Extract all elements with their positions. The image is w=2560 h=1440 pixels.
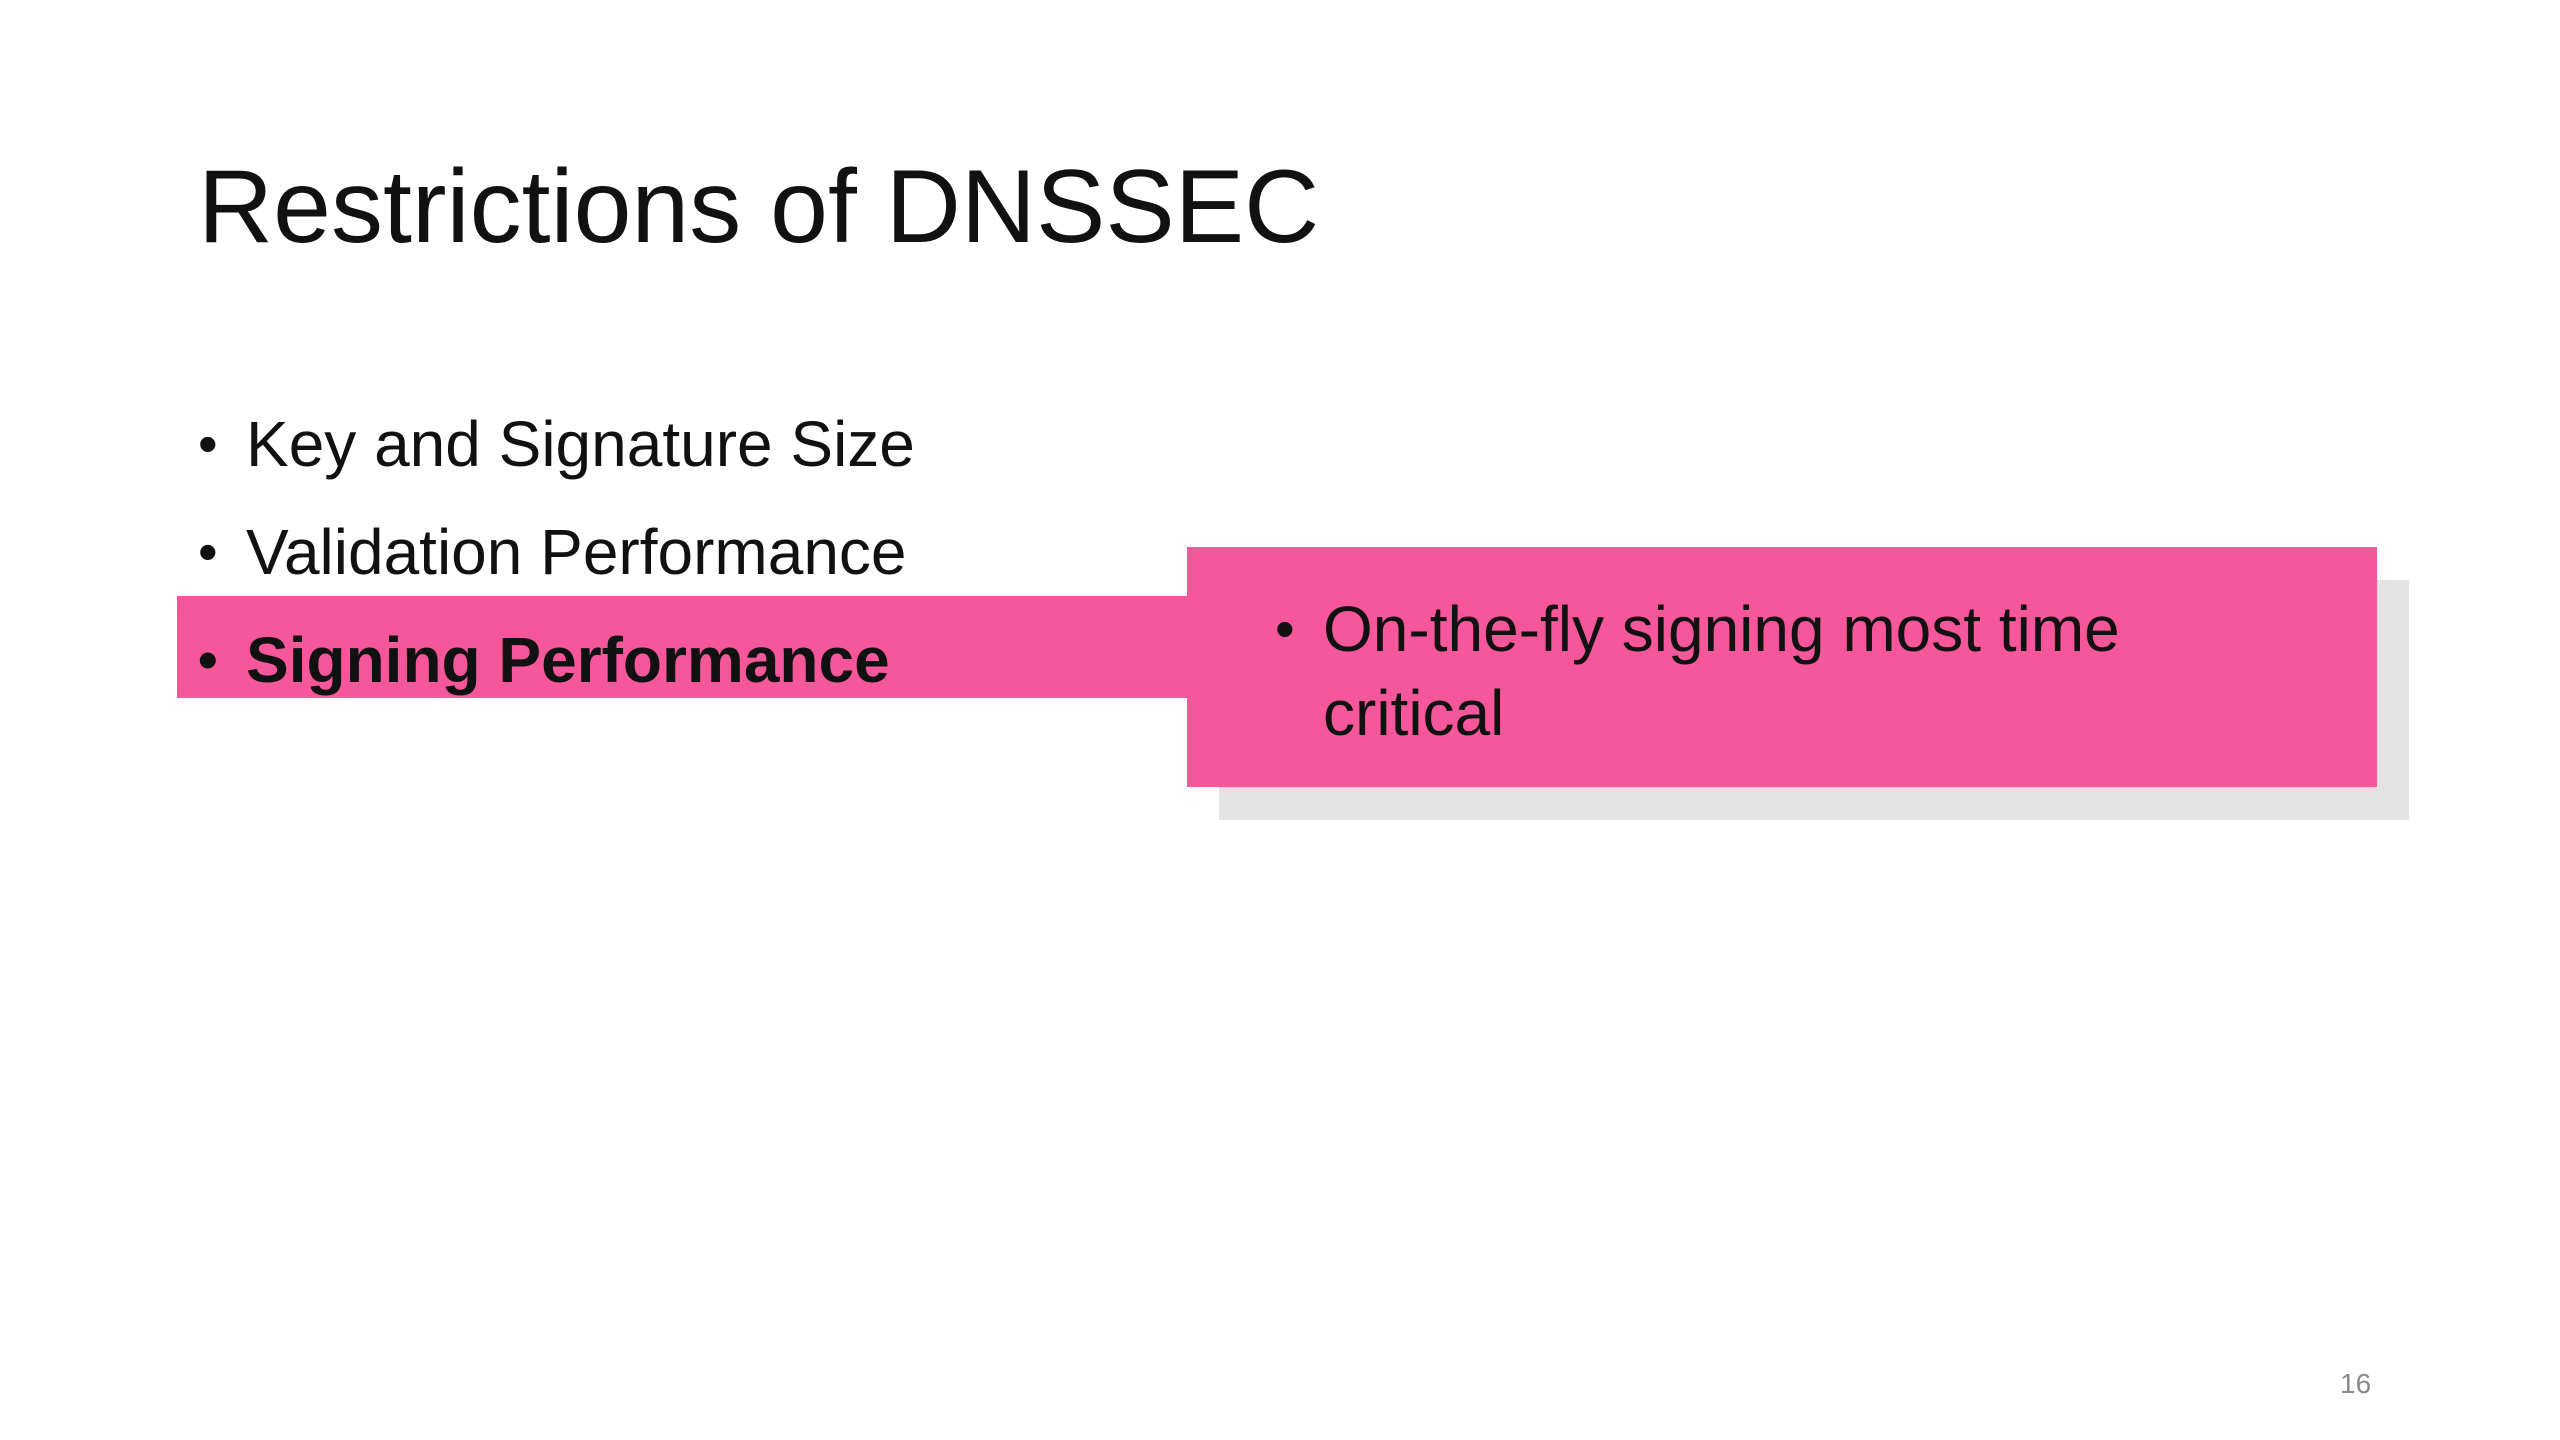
callout-bullet: • On-the-fly signing most time critical [1275, 587, 2317, 755]
bullet-text: Signing Performance [246, 624, 890, 696]
bullet-list: • Key and Signature Size • Validation Pe… [198, 390, 915, 714]
page-number: 16 [2340, 1368, 2372, 1399]
bullet-text: Key and Signature Size [246, 408, 915, 480]
bullet-dot-icon: • [198, 412, 218, 475]
bullet-text: Validation Performance [246, 516, 907, 588]
bullet-dot-icon: • [198, 520, 218, 583]
slide-title: Restrictions of DNSSEC [198, 149, 1320, 265]
bullet-item: • Validation Performance [198, 498, 915, 606]
bullet-dot-icon: • [1275, 597, 1295, 660]
bullet-dot-icon: • [198, 628, 218, 691]
callout-text: On-the-fly signing most time critical [1323, 593, 2120, 749]
bullet-item: • Key and Signature Size [198, 390, 915, 498]
callout-box: • On-the-fly signing most time critical [1187, 547, 2377, 787]
bullet-item-highlighted: • Signing Performance [198, 606, 915, 714]
highlight-bar [177, 596, 1197, 698]
